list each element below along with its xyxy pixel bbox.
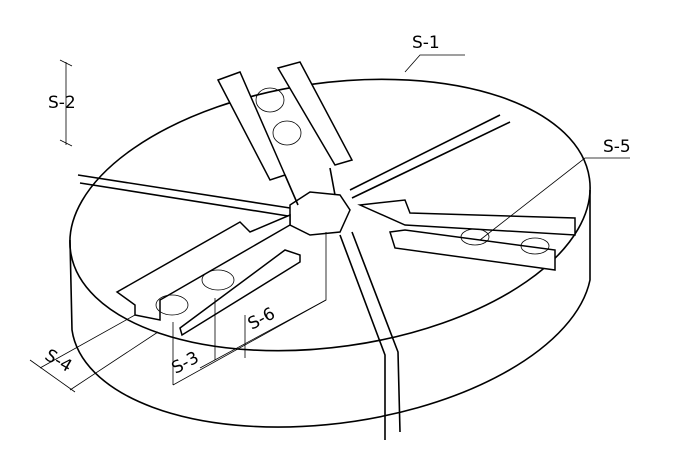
label-s2: S-2 (48, 93, 76, 113)
disk-body (69, 78, 591, 428)
label-s3: S-3 (168, 348, 202, 379)
disk-side (69, 190, 591, 428)
jaw-right (357, 199, 576, 271)
slot-front (339, 231, 401, 440)
slots (77, 114, 511, 440)
label-s5: S-5 (603, 137, 631, 157)
label-s1: S-1 (412, 33, 440, 53)
jaw-top (216, 61, 354, 206)
dimensions (29, 54, 630, 393)
slot-right (349, 114, 511, 199)
center-hub (289, 191, 351, 236)
slot-left (77, 174, 291, 217)
jaw-left (115, 213, 301, 337)
label-s6: S-6 (245, 304, 279, 335)
